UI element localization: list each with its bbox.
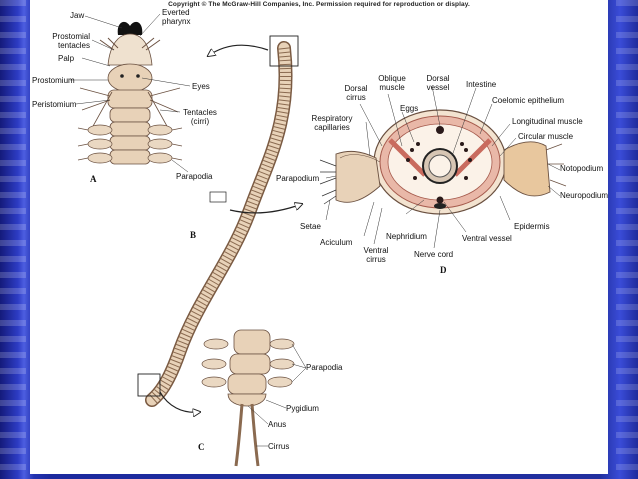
pharynx-shape [107, 33, 153, 66]
label-oblique-muscle: Oblique muscle [378, 74, 406, 92]
label-anus: Anus [268, 420, 287, 429]
panel-label-d: D [440, 265, 447, 275]
cirrus-left [234, 403, 244, 467]
label-prostomium: Prostomium [32, 76, 75, 85]
label-aciculum: Aciculum [320, 238, 353, 247]
label-jaw: Jaw [70, 11, 85, 20]
label-ventral-cirrus: Ventral cirrus [363, 246, 389, 264]
parapodium-right [503, 141, 551, 197]
anatomy-drawing [70, 13, 567, 467]
label-setae: Setae [300, 222, 321, 231]
label-epidermis: Epidermis [514, 222, 550, 231]
pygidium-shape [227, 393, 267, 407]
label-intestine: Intestine [466, 80, 497, 89]
head-drawing [70, 13, 191, 173]
dorsal-vessel-shape [436, 126, 444, 134]
whole-worm-drawing [137, 35, 302, 412]
panel-label-c: C [198, 442, 205, 452]
label-everted-pharynx: Everted pharynx [162, 8, 191, 26]
label-pygidium: Pygidium [286, 404, 319, 413]
label-coelomic-epithelium: Coelomic epithelium [492, 96, 565, 105]
ventral-vessel-shape [436, 196, 444, 204]
label-circular-muscle: Circular muscle [518, 132, 574, 141]
label-nephridium: Nephridium [386, 232, 427, 241]
polychaete-figure: Copyright © The McGraw-Hill Companies, I… [30, 0, 608, 474]
label-prostomial-tentacles: Prostomial tentacles [52, 32, 90, 50]
tail-drawing [201, 329, 307, 467]
label-longitudinal-muscle: Longitudinal muscle [512, 117, 583, 126]
eye-left [120, 74, 124, 78]
label-palp: Palp [58, 54, 75, 63]
jaw-shape [117, 21, 143, 35]
label-dorsal-cirrus: Dorsal cirrus [344, 84, 368, 102]
label-eyes: Eyes [192, 82, 210, 91]
eye-right [136, 74, 140, 78]
tail-inset-box [137, 373, 161, 397]
label-tentacles-cirri: Tentacles (cirri) [183, 108, 217, 126]
decorative-stripes-right [616, 0, 638, 479]
parapodium-left [335, 150, 381, 203]
label-peristomium: Peristomium [32, 100, 77, 109]
cirrus-right [250, 403, 260, 467]
panel-label-a: A [90, 174, 97, 184]
decorative-stripes-left [0, 0, 26, 479]
label-neuropodium: Neuropodium [560, 191, 609, 200]
label-notopodium: Notopodium [560, 164, 604, 173]
cross-section-drawing [319, 85, 567, 249]
label-nerve-cord: Nerve cord [414, 250, 454, 259]
section-marker [209, 191, 227, 203]
head-inset-box [269, 35, 299, 67]
label-cirrus: Cirrus [268, 442, 290, 451]
label-parapodium: Parapodium [276, 174, 320, 183]
label-ventral-vessel: Ventral vessel [462, 234, 512, 243]
nerve-cord-shape [434, 203, 446, 209]
label-parapodia-c: Parapodia [306, 363, 343, 372]
label-dorsal-vessel: Dorsal vessel [426, 74, 450, 92]
label-parapodia-a: Parapodia [176, 172, 213, 181]
prostomium-shape [107, 63, 153, 93]
label-respiratory-capillaries: Respiratory capillaries [311, 114, 353, 132]
copyright-notice: Copyright © The McGraw-Hill Companies, I… [168, 1, 470, 8]
panel-label-b: B [190, 230, 197, 240]
label-eggs: Eggs [400, 104, 419, 113]
